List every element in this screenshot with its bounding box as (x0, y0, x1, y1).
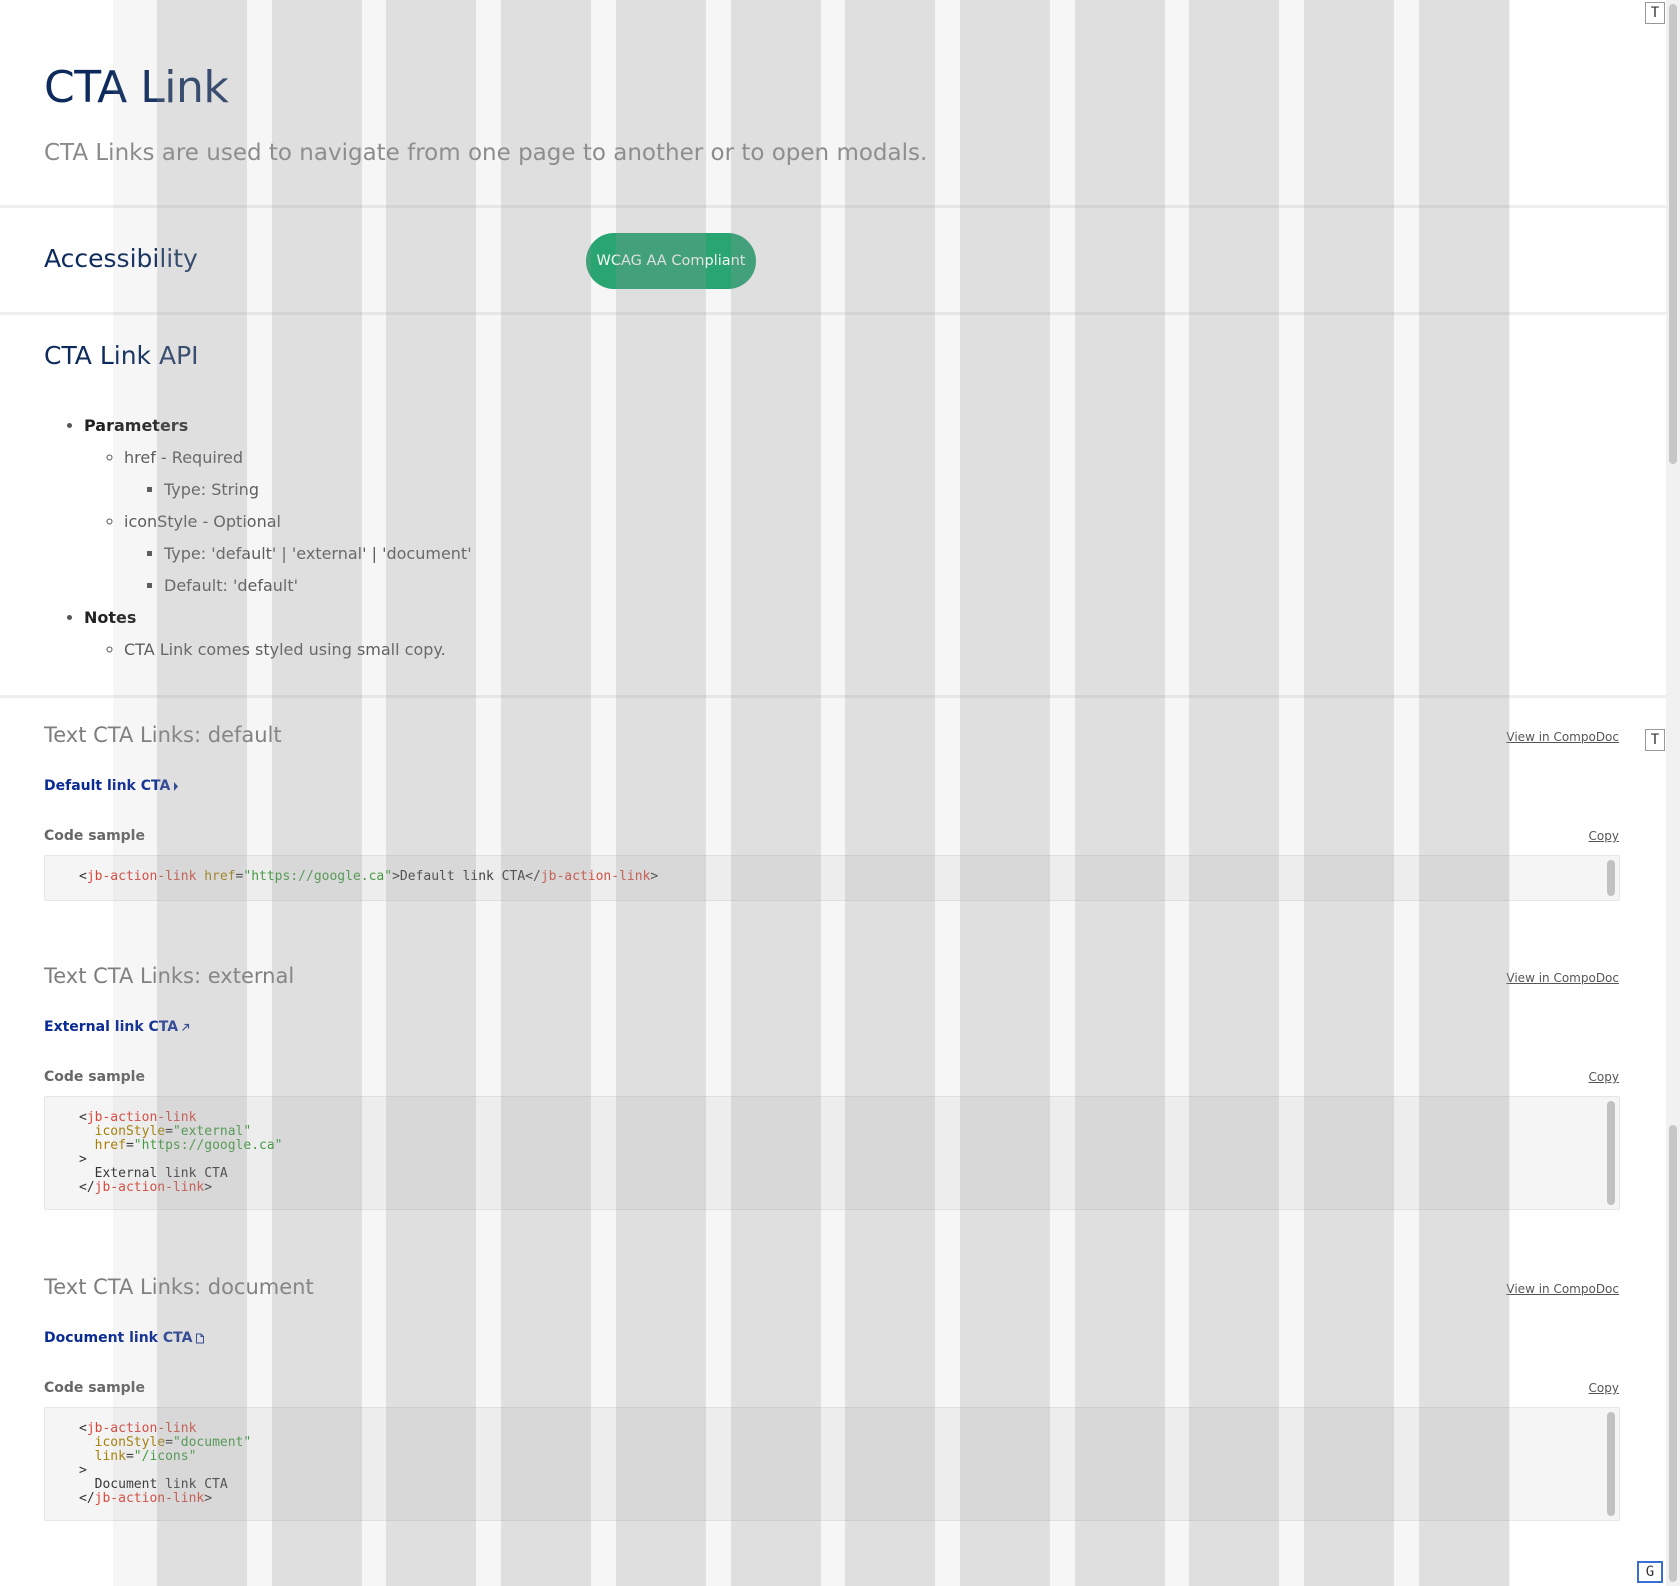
default-link-cta[interactable]: Default link CTA (44, 778, 179, 794)
api-list: Parameters href - Required Type: String … (44, 410, 472, 666)
code-string: "/icons" (133, 1449, 197, 1464)
grid-column (959, 0, 1050, 1586)
code-attr: iconStyle (94, 1124, 166, 1139)
copy-button[interactable]: Copy (1588, 1070, 1619, 1084)
code-sample-label: Code sample (44, 828, 145, 844)
grid-column (1418, 0, 1509, 1586)
code-attr: href (204, 869, 236, 884)
list-item: Parameters href - Required Type: String … (84, 410, 472, 602)
code-attr: href (94, 1138, 126, 1153)
grid-column (1304, 0, 1394, 1586)
code-tag: jb-action-link (86, 869, 197, 884)
page-subtitle: CTA Links are used to navigate from one … (44, 140, 928, 166)
page-title: CTA Link (44, 62, 229, 113)
href-type: Type: String (164, 480, 259, 499)
notes-label: Notes (84, 608, 137, 627)
code-block-default[interactable]: <jb-action-link href="https://google.ca"… (44, 855, 1620, 901)
code-attr: link (94, 1449, 126, 1464)
list-item: href - Required Type: String (124, 442, 472, 506)
parameters-label: Parameters (84, 416, 189, 435)
list-item: CTA Link comes styled using small copy. (124, 634, 472, 666)
grid-toggle-button[interactable]: G (1637, 1561, 1663, 1583)
page-scrollbar[interactable] (1666, 0, 1680, 1586)
grid-column (1074, 0, 1165, 1586)
code-block-document[interactable]: <jb-action-link iconStyle="document" lin… (44, 1407, 1620, 1521)
code-sample-label: Code sample (44, 1380, 145, 1396)
api-heading: CTA Link API (44, 341, 199, 370)
grid-column (501, 0, 592, 1586)
section-title-external: Text CTA Links: external (44, 964, 295, 988)
grid-column (271, 0, 362, 1586)
scrollbar-thumb[interactable] (1669, 4, 1677, 464)
divider (0, 312, 1666, 315)
note-text: CTA Link comes styled using small copy. (124, 640, 446, 659)
code-tag: jb-action-link (86, 1421, 197, 1436)
code-text: External link CTA (94, 1166, 228, 1181)
divider (0, 205, 1666, 208)
accessibility-heading: Accessibility (44, 244, 198, 273)
grid-toggle-button[interactable]: T (1645, 2, 1665, 24)
grid-toggle-button[interactable]: T (1645, 729, 1665, 751)
code-scrollbar[interactable] (1607, 1412, 1615, 1516)
view-in-compodoc-link[interactable]: View in CompoDoc (1506, 730, 1619, 744)
code-scrollbar[interactable] (1607, 1101, 1615, 1205)
cta-link-label: External link CTA (44, 1019, 179, 1035)
iconstyle-type: Type: 'default' | 'external' | 'document… (164, 544, 472, 563)
code-sample-label: Code sample (44, 1069, 145, 1085)
code-tag: jb-action-link (94, 1491, 205, 1506)
iconstyle-label: iconStyle - Optional (124, 512, 281, 531)
code-text: Document link CTA (94, 1477, 228, 1492)
view-in-compodoc-link[interactable]: View in CompoDoc (1506, 1282, 1619, 1296)
code-string: "https://google.ca" (133, 1138, 283, 1153)
code-string: "external" (172, 1124, 252, 1139)
code-scrollbar[interactable] (1607, 860, 1615, 896)
iconstyle-default: Default: 'default' (164, 576, 299, 595)
code-block-external[interactable]: <jb-action-link iconStyle="external" hre… (44, 1096, 1620, 1210)
external-arrow-icon (182, 1023, 190, 1031)
grid-column (386, 0, 477, 1586)
external-link-cta[interactable]: External link CTA (44, 1019, 190, 1035)
list-item: Type: 'default' | 'external' | 'document… (164, 538, 472, 570)
list-item: iconStyle - Optional Type: 'default' | '… (124, 506, 472, 602)
code-text: Default link CTA (399, 869, 526, 884)
copy-button[interactable]: Copy (1588, 829, 1619, 843)
document-icon (196, 1333, 205, 1343)
code-string: "document" (172, 1435, 252, 1450)
wcag-badge: WCAG AA Compliant (586, 233, 756, 289)
scrollbar-thumb[interactable] (1669, 1125, 1677, 1582)
section-title-document: Text CTA Links: document (44, 1275, 314, 1299)
list-item: Type: String (164, 474, 472, 506)
divider (0, 695, 1666, 698)
caret-right-icon (174, 781, 179, 791)
code-tag: jb-action-link (86, 1110, 197, 1125)
cta-link-label: Default link CTA (44, 778, 171, 794)
list-item: Notes CTA Link comes styled using small … (84, 602, 472, 666)
document-link-cta[interactable]: Document link CTA (44, 1330, 205, 1346)
code-attr: iconStyle (94, 1435, 166, 1450)
code-tag: jb-action-link (540, 869, 651, 884)
code-string: "https://google.ca" (243, 869, 393, 884)
copy-button[interactable]: Copy (1588, 1381, 1619, 1395)
view-in-compodoc-link[interactable]: View in CompoDoc (1506, 971, 1619, 985)
code-tag: jb-action-link (94, 1180, 205, 1195)
cta-link-label: Document link CTA (44, 1330, 193, 1346)
href-label: href - Required (124, 448, 243, 467)
grid-column (845, 0, 936, 1586)
grid-column (1189, 0, 1280, 1586)
grid-margin-band (113, 0, 1510, 1586)
section-title-default: Text CTA Links: default (44, 723, 282, 747)
list-item: Default: 'default' (164, 570, 472, 602)
